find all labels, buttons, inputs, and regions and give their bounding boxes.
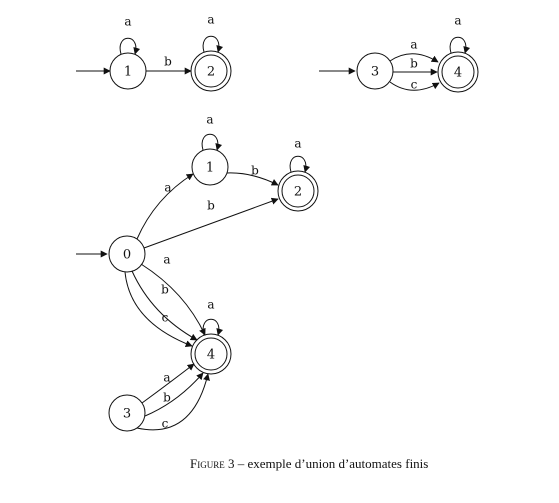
- edge-3-4-c-label: c: [162, 417, 169, 431]
- state-2-label: 2: [294, 185, 302, 200]
- state-4-label: 4: [454, 66, 462, 81]
- edge-0-4-a: [140, 263, 206, 336]
- edge-3-4-c: [389, 81, 440, 91]
- automaton-union: [76, 133, 319, 432]
- edge-3-4-b-label: b: [410, 57, 418, 71]
- state-3-label: 3: [371, 65, 379, 80]
- automaton-top-left: [76, 35, 232, 92]
- edge-0-1-a: [136, 173, 194, 240]
- state-4-label: 4: [207, 348, 215, 363]
- edge-0-1-label: a: [164, 181, 171, 195]
- edge-3-4-b: [144, 372, 204, 417]
- edge-3-4-b-label: b: [163, 391, 171, 405]
- edge-3-4-a: [389, 53, 439, 63]
- state-4-accept-ring: [441, 55, 475, 89]
- edge-0-2-b: [143, 197, 279, 249]
- state-1: [191, 148, 229, 186]
- edge-1-2-label: b: [164, 55, 172, 69]
- figure-label: Figure 3: [190, 456, 235, 471]
- loop-2-a: [202, 35, 224, 53]
- edge-0-4-b-label: b: [161, 283, 169, 297]
- loop-2-label: a: [207, 13, 214, 27]
- loop-1-label: a: [124, 15, 131, 29]
- edge-0-2-label: b: [207, 199, 215, 213]
- state-0-label: 0: [123, 248, 131, 263]
- edge-3-4-a-label: a: [163, 371, 170, 385]
- edge-3-4-a: [141, 363, 195, 404]
- state-2: [277, 170, 319, 212]
- loop-4-a: [202, 318, 224, 336]
- figure-caption: Figure 3 – exemple d’union d’automates f…: [190, 456, 428, 472]
- state-3-label: 3: [123, 407, 131, 422]
- state-2-accept-ring: [194, 54, 228, 88]
- state-4: [437, 51, 479, 93]
- state-4: [190, 333, 232, 375]
- edge-3-4-c: [136, 373, 210, 431]
- edge-3-4-c-label: c: [411, 78, 418, 92]
- loop-4-label: a: [454, 14, 461, 28]
- automaton-top-right: [319, 36, 479, 93]
- edge-0-4-a-label: a: [163, 253, 170, 267]
- state-1-label: 1: [206, 161, 214, 176]
- edge-0-4-c: [124, 271, 193, 347]
- state-1-label: 1: [124, 65, 132, 80]
- edge-0-4-b: [131, 270, 198, 341]
- state-0: [108, 235, 146, 273]
- loop-1-label: a: [206, 113, 213, 127]
- state-3: [356, 52, 394, 90]
- edge-0-4-c-label: c: [162, 311, 169, 325]
- state-4-accept-ring: [194, 337, 228, 371]
- state-3: [108, 394, 146, 432]
- loop-2-a: [289, 155, 311, 173]
- state-2: [190, 50, 232, 92]
- edge-3-4-a-label: a: [410, 38, 417, 52]
- loop-1-a: [119, 37, 141, 55]
- loop-1-a: [201, 133, 223, 151]
- loop-2-label: a: [294, 137, 301, 151]
- caption-text: – exemple d’union d’automates finis: [237, 456, 429, 471]
- state-2-label: 2: [207, 65, 215, 80]
- state-2-accept-ring: [281, 174, 315, 208]
- edge-1-2-label: b: [251, 164, 259, 178]
- loop-4-a: [449, 36, 471, 54]
- edge-1-2-b: [226, 172, 279, 186]
- loop-4-label: a: [207, 298, 214, 312]
